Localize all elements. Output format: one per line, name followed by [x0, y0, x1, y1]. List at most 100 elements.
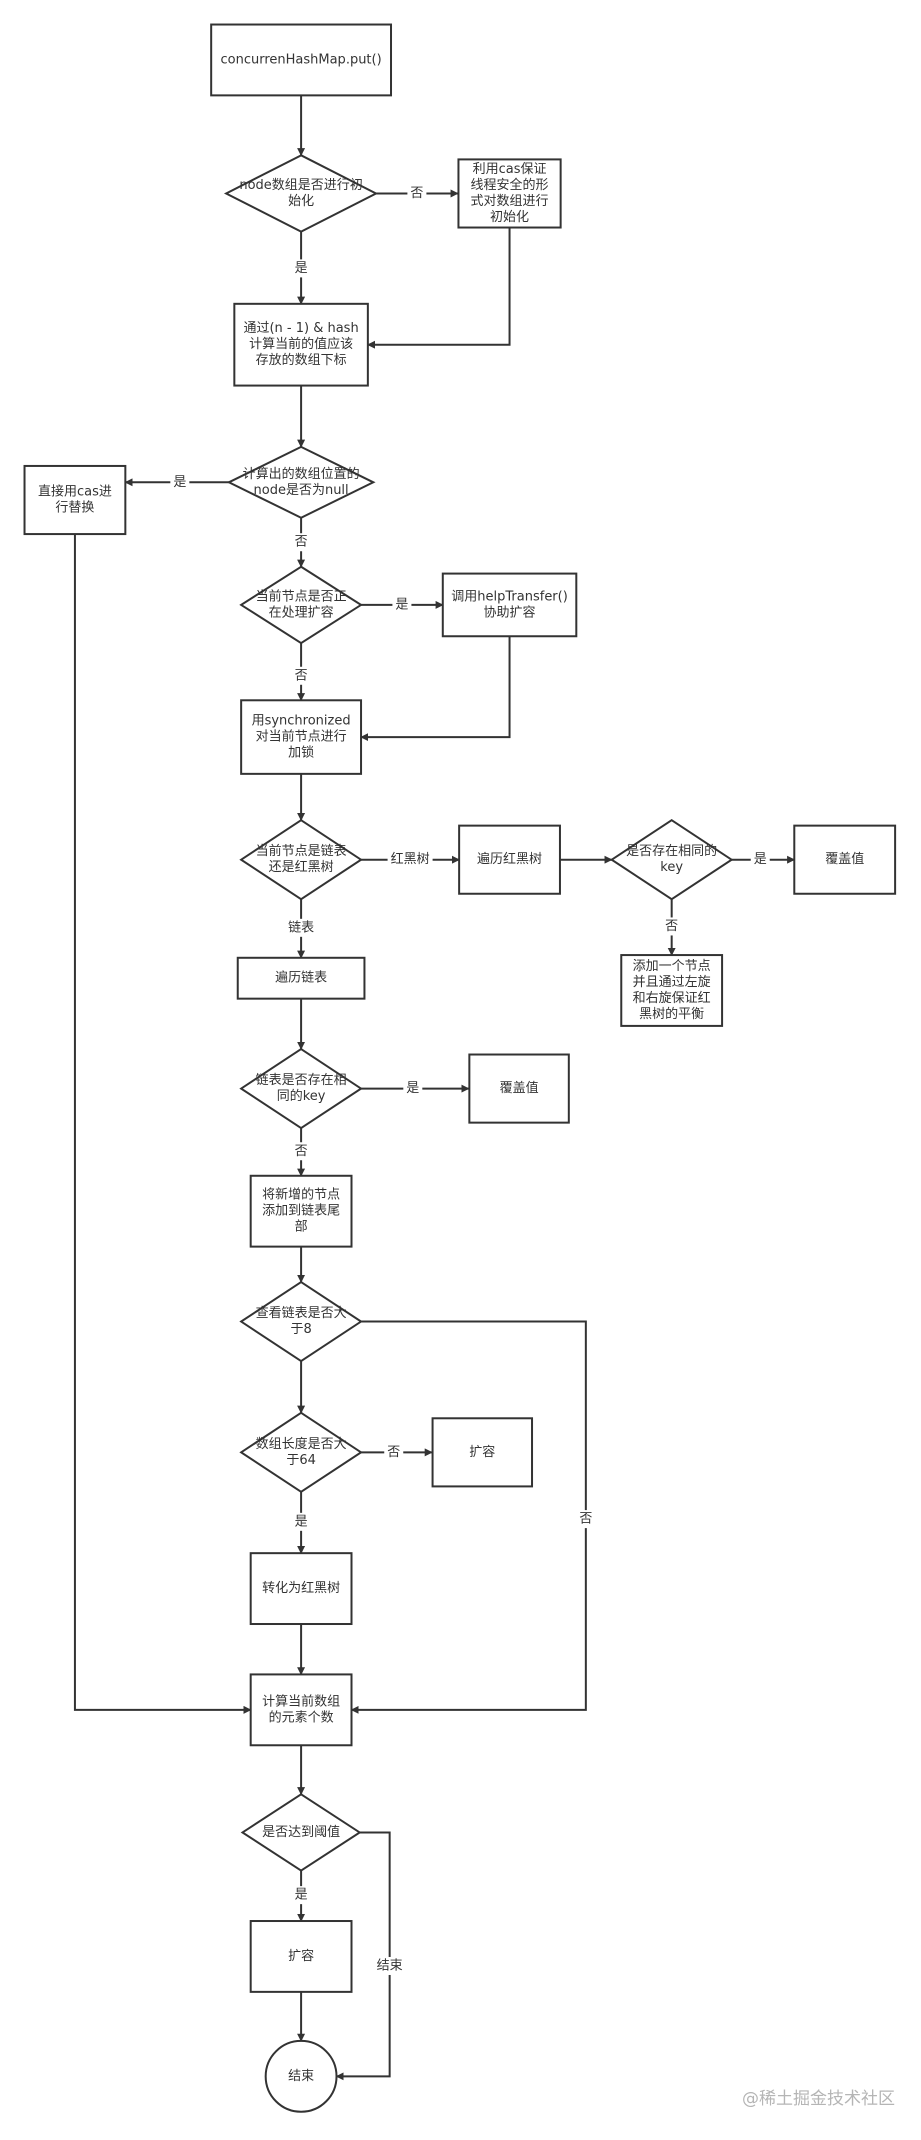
edge-label: 是 [295, 1888, 308, 1903]
node-label-line: 覆盖值 [825, 851, 864, 867]
edge-cas_init-to-calc_index [367, 227, 511, 349]
node-label-line: node数组是否进行初 [239, 178, 362, 193]
node-label-line: 数组长度是否大 [256, 1436, 347, 1452]
node-label-line: 添加一个节点 [633, 959, 711, 974]
node-label-line: 用synchronized [252, 714, 351, 729]
edge-label-background [384, 1443, 404, 1462]
edge-label: 是 [295, 261, 308, 276]
process-box [458, 824, 561, 895]
node-label-line: 对当前节点进行 [256, 729, 347, 745]
node-label-line: 计算出的数组位置的 [243, 466, 360, 482]
edge-label-background [291, 666, 311, 685]
node-label-line: 扩容 [288, 1948, 314, 1964]
node-tree-overwrite: 覆盖值 [793, 824, 897, 895]
decision-diamond [239, 1280, 363, 1363]
process-box [249, 1920, 353, 1993]
node-label-line: 始化 [288, 194, 314, 209]
node-label-line: 黑树的平衡 [639, 1006, 704, 1022]
edge-label: 是 [173, 475, 186, 490]
edge-label-background [576, 1510, 596, 1529]
node-label-line: 于8 [290, 1322, 311, 1337]
watermark-text: @稀土掘金技术社区 [742, 2089, 895, 2109]
node-end: 结束 [264, 2039, 338, 2113]
node-label-line: 部 [295, 1220, 308, 1235]
edge-label-background [291, 1142, 311, 1161]
node-label-line: 调用helpTransfer() [451, 589, 568, 604]
edge-label-background [373, 1956, 406, 1975]
node-traverse-list: 遍历链表 [236, 956, 366, 1000]
process-box [620, 954, 724, 1027]
node-threshold: 是否达到阈值 [240, 1793, 362, 1872]
node-label-line: 的元素个数 [269, 1709, 334, 1725]
edge-gt8-to-count [350, 1320, 587, 1714]
edge-label: 是 [406, 1081, 419, 1096]
process-box [249, 1673, 353, 1747]
node-label-line: 扩容 [469, 1444, 495, 1460]
process-box [236, 956, 366, 1000]
terminal-circle [264, 2039, 338, 2113]
nodes-layer: concurrenHashMap.put()node数组是否进行初始化利用cas… [23, 23, 897, 2113]
edge-label: 否 [387, 1445, 400, 1460]
edge-threshold-to-end [335, 1831, 391, 2081]
node-label-line: 结束 [288, 2069, 314, 2084]
decision-diamond [609, 818, 734, 901]
process-box [249, 1174, 353, 1248]
decision-diamond [239, 1411, 363, 1494]
edge-help_transfer-to-sync_lock [360, 636, 511, 742]
node-label-line: node是否为null [254, 483, 349, 498]
node-label-line: 加锁 [288, 745, 314, 761]
process-box [210, 23, 393, 97]
node-label-line: 并且通过左旋 [633, 975, 711, 990]
process-box [249, 1552, 353, 1626]
process-box [793, 824, 897, 895]
node-label-line: 直接用cas进 [38, 484, 112, 500]
decision-diamond [240, 1793, 362, 1872]
node-label-line: 遍历链表 [275, 970, 327, 986]
edge-label: 否 [295, 535, 308, 550]
node-label-line: 查看链表是否大 [256, 1305, 347, 1321]
edge-label: 否 [579, 1512, 592, 1527]
node-label-line: 覆盖值 [500, 1080, 539, 1096]
edge-label-background [291, 259, 311, 278]
edge-cas_replace-to-count [73, 534, 252, 1714]
process-box [441, 572, 578, 638]
edge-label: 是 [395, 597, 408, 612]
node-label-line: 行替换 [55, 501, 94, 516]
edge-label: 结束 [377, 1958, 403, 1973]
edge-label: 否 [665, 919, 678, 934]
node-help-transfer: 调用helpTransfer()协助扩容 [441, 572, 578, 638]
decision-diamond [239, 1047, 363, 1130]
node-label-line: 是否存在相同的 [626, 843, 717, 859]
edge-label-background [285, 918, 318, 937]
node-label-line: 将新增的节点 [262, 1187, 340, 1203]
process-box [240, 699, 363, 775]
node-resize1: 扩容 [431, 1417, 534, 1488]
edge-label: 是 [295, 1514, 308, 1529]
node-label-line: 链表是否存在相 [256, 1073, 347, 1088]
edge-label-background [392, 595, 412, 614]
edge-label: 红黑树 [391, 851, 430, 867]
node-label-line: 添加到链表尾 [262, 1204, 340, 1219]
node-label-line: 存放的数组下标 [256, 352, 347, 368]
edges-layer [73, 95, 796, 2081]
process-box [233, 302, 369, 387]
edge-label-background [750, 850, 770, 869]
edge-label: 否 [410, 186, 423, 201]
node-label-line: 计算当前的值应该 [249, 336, 353, 352]
node-put: concurrenHashMap.put() [210, 23, 393, 97]
node-traverse-tree: 遍历红黑树 [458, 824, 561, 895]
decision-diamond [239, 565, 363, 645]
node-label-line: 同的key [277, 1088, 326, 1104]
node-label-line: 式对数组进行 [471, 194, 549, 209]
